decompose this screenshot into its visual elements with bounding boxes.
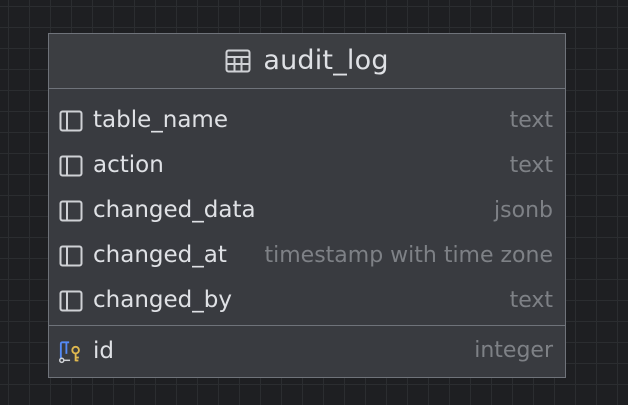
column-type: integer — [474, 338, 553, 363]
column-icon — [59, 245, 83, 267]
column-row-action[interactable]: action text — [49, 143, 565, 188]
column-name: table_name — [93, 107, 228, 133]
column-icon — [59, 155, 83, 177]
column-name: changed_by — [93, 287, 232, 313]
column-icon — [59, 290, 83, 312]
column-name: changed_at — [93, 242, 227, 268]
column-name: id — [93, 337, 114, 364]
column-row-id[interactable]: id integer — [49, 326, 565, 376]
column-name: action — [93, 152, 164, 178]
column-icon — [59, 110, 83, 132]
column-row-changed-by[interactable]: changed_by text — [49, 278, 565, 323]
column-type: text — [509, 287, 553, 313]
table-node-audit-log[interactable]: audit_log table_name text action text — [48, 33, 566, 378]
column-row-table-name[interactable]: table_name text — [49, 98, 565, 143]
primary-key-icon — [59, 340, 83, 364]
column-type: text — [509, 107, 553, 133]
table-icon — [225, 49, 251, 73]
column-type: jsonb — [494, 197, 553, 223]
column-list: table_name text action text changed_data — [49, 89, 565, 376]
column-type: timestamp with time zone — [264, 242, 553, 268]
column-row-changed-data[interactable]: changed_data jsonb — [49, 188, 565, 233]
column-icon — [59, 200, 83, 222]
table-header[interactable]: audit_log — [49, 34, 565, 89]
column-row-changed-at[interactable]: changed_at timestamp with time zone — [49, 233, 565, 278]
column-type: text — [509, 152, 553, 178]
table-name: audit_log — [263, 44, 389, 76]
column-name: changed_data — [93, 197, 256, 223]
keys-divider — [49, 325, 565, 326]
